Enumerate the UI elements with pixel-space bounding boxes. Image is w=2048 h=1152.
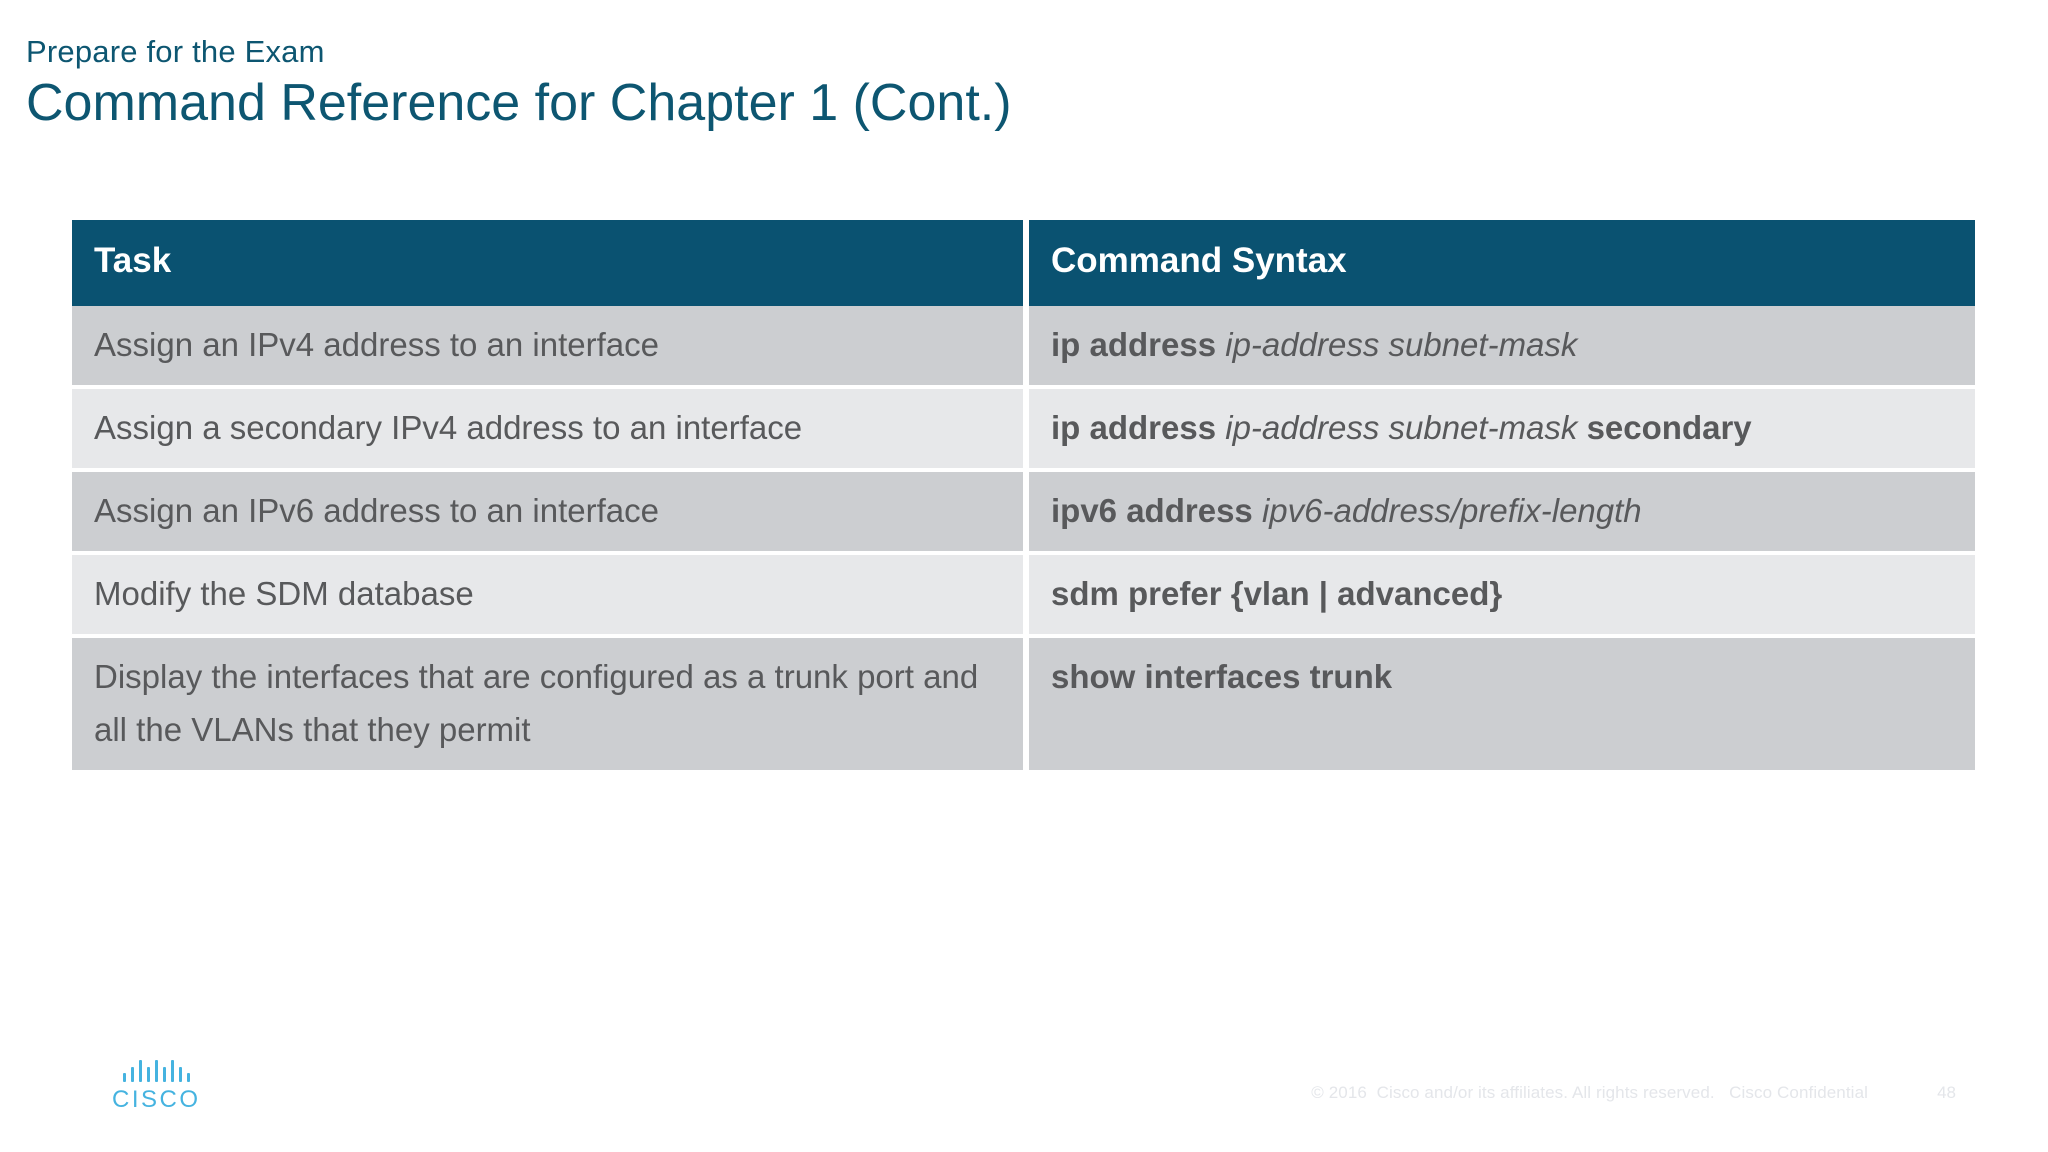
eyebrow-text: Prepare for the Exam [26,34,325,69]
cell-command-syntax: ip address ip-address subnet-mask [1029,306,1975,389]
syntax-keyword: ip address [1051,326,1217,363]
column-header-task: Task [72,220,1029,306]
column-header-command-syntax: Command Syntax [1029,220,1975,306]
table-header: Task Command Syntax [72,220,1975,306]
cell-task: Assign a secondary IPv4 address to an in… [72,389,1029,472]
table-body: Assign an IPv4 address to an interface i… [72,306,1975,774]
syntax-keyword: ip address [1051,409,1217,446]
cell-command-syntax: show interfaces trunk [1029,638,1975,774]
slide-header: Prepare for the Exam Command Reference f… [26,34,1926,134]
cell-task: Display the interfaces that are configur… [72,638,1029,774]
cisco-logo-wordmark: CISCO [112,1086,201,1113]
table-header-row: Task Command Syntax [72,220,1975,306]
cell-task: Assign an IPv6 address to an interface [72,472,1029,555]
syntax-keyword-suffix: secondary [1586,409,1752,446]
syntax-keyword: ipv6 address [1051,492,1253,529]
syntax-argument: ip-address subnet-mask [1225,409,1578,446]
syntax-argument: ipv6-address/prefix-length [1261,492,1642,529]
cell-task: Modify the SDM database [72,555,1029,638]
cell-task: Assign an IPv4 address to an interface [72,306,1029,389]
syntax-keyword: show interfaces trunk [1051,658,1393,695]
cisco-logo-bars-icon [112,1058,200,1082]
table-row: Display the interfaces that are configur… [72,638,1975,774]
cell-command-syntax: sdm prefer {vlan | advanced} [1029,555,1975,638]
syntax-argument: ip-address subnet-mask [1225,326,1578,363]
table-row: Assign an IPv6 address to an interface i… [72,472,1975,555]
table-row: Assign an IPv4 address to an interface i… [72,306,1975,389]
page-title: Command Reference for Chapter 1 (Cont.) [26,74,1012,132]
cisco-logo-icon: CISCO [112,1058,200,1116]
cell-command-syntax: ip address ip-address subnet-mask second… [1029,389,1975,472]
table-row: Assign a secondary IPv4 address to an in… [72,389,1975,472]
footer-page-number: 48 [1937,1083,1956,1102]
footer-copyright: © 2016 Cisco and/or its affiliates. All … [1311,1083,1868,1102]
syntax-keyword: sdm prefer {vlan | advanced} [1051,575,1503,612]
table-row: Modify the SDM database sdm prefer {vlan… [72,555,1975,638]
cell-command-syntax: ipv6 address ipv6-address/prefix-length [1029,472,1975,555]
command-reference-table: Task Command Syntax Assign an IPv4 addre… [72,220,1975,774]
